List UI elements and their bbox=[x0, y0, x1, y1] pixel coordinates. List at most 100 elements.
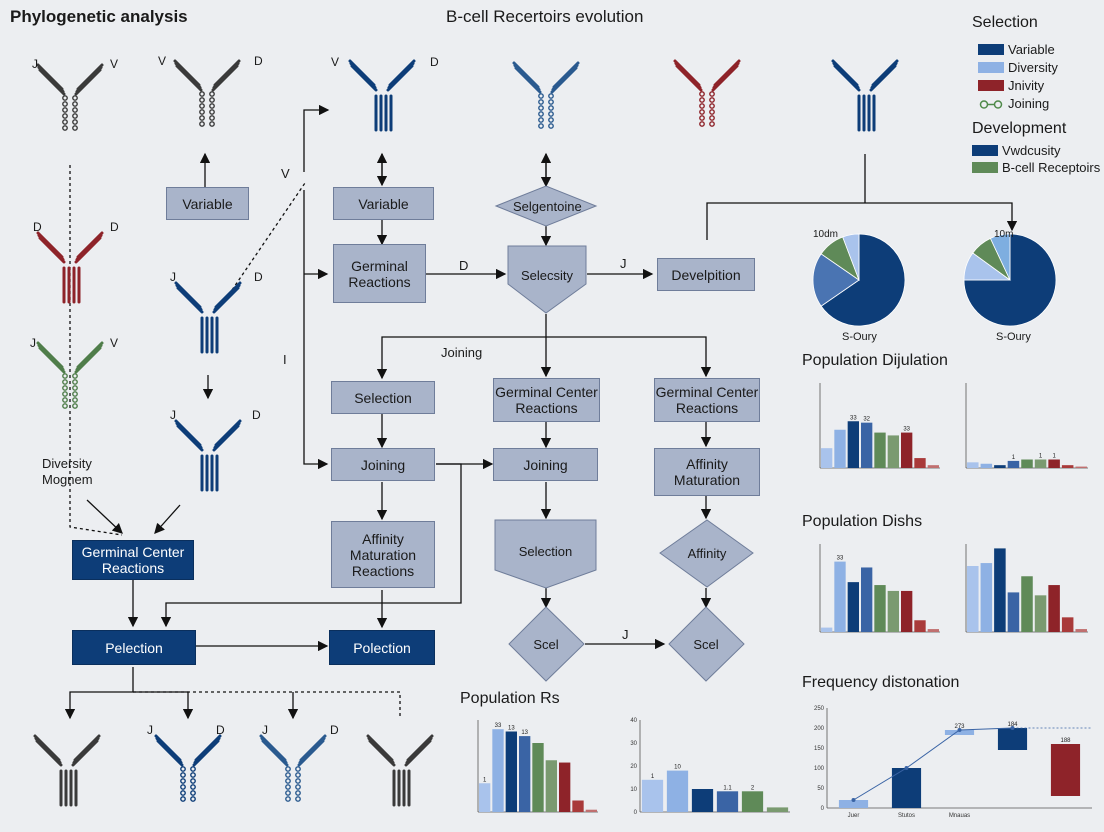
antibody-letter: D bbox=[430, 55, 439, 69]
diamond-label-selecsity: Selecsity bbox=[520, 268, 574, 283]
trend-point bbox=[1010, 726, 1015, 730]
bar-value-label: 184 bbox=[1007, 722, 1018, 728]
trend-point bbox=[904, 766, 909, 770]
pie-left-label-top: 10dm bbox=[813, 229, 839, 240]
bar bbox=[914, 620, 926, 632]
box-germinal-reactions[interactable]: Germinal Reactions bbox=[333, 244, 426, 303]
arrow-diversity bbox=[86, 499, 123, 534]
box-germinal-center-reactions-mid[interactable]: Germinal Center Reactions bbox=[493, 378, 600, 422]
trend-line bbox=[853, 727, 1013, 801]
antibody-letter: D bbox=[33, 220, 42, 234]
bar bbox=[505, 731, 517, 812]
legend-selection-title: Selection bbox=[972, 14, 1038, 31]
y-tick-label: 50 bbox=[817, 786, 824, 792]
antibody-letter: J bbox=[32, 57, 38, 71]
legend-swatch bbox=[978, 62, 1004, 73]
legend-swatch bbox=[978, 44, 1004, 55]
antibody-letter: J bbox=[30, 336, 36, 350]
bar-value-label: 13 bbox=[508, 726, 515, 732]
label-j-right: J bbox=[620, 256, 627, 271]
box-germinal-center-reactions-dark[interactable]: Germinal Center Reactions bbox=[72, 540, 194, 580]
box-joining[interactable]: Joining bbox=[331, 448, 435, 481]
legend-development-item: Vwdcusity bbox=[972, 143, 1061, 158]
bar bbox=[559, 762, 571, 812]
shape-selecsity bbox=[507, 245, 587, 314]
bar bbox=[1021, 576, 1033, 632]
legend-selection-item: Diversity bbox=[978, 60, 1058, 75]
legend-label: Vwdcusity bbox=[1002, 143, 1061, 158]
box-affinity-maturation[interactable]: Affinity Maturation bbox=[654, 448, 760, 496]
antibody-icon bbox=[366, 734, 434, 807]
box-variable-center[interactable]: Variable bbox=[333, 187, 434, 220]
bar bbox=[980, 563, 993, 632]
bar bbox=[967, 462, 979, 468]
antibody-letter: J bbox=[147, 723, 153, 737]
bar bbox=[532, 743, 544, 812]
bar bbox=[901, 432, 913, 468]
bar bbox=[1061, 617, 1074, 632]
arrow-to-joining bbox=[303, 190, 329, 470]
antibody-letter: D bbox=[110, 220, 119, 234]
page-title-left: Phylogenetic analysis bbox=[10, 7, 188, 26]
antibody-icon bbox=[348, 59, 416, 132]
bar bbox=[821, 448, 833, 468]
bar bbox=[887, 435, 899, 468]
bar bbox=[901, 590, 913, 632]
box-variable-left[interactable]: Variable bbox=[166, 187, 249, 220]
y-tick-label: 100 bbox=[814, 766, 825, 772]
box-selection[interactable]: Selection bbox=[331, 381, 435, 414]
y-tick-label: 10 bbox=[630, 787, 637, 793]
pie-right-label-top: 10m bbox=[994, 229, 1014, 240]
box-germinal-center-reactions-right[interactable]: Germinal Center Reactions bbox=[654, 378, 760, 422]
bar-value-label: 188 bbox=[1060, 738, 1071, 744]
label-j-scel: J bbox=[622, 627, 629, 642]
bar bbox=[847, 582, 859, 632]
antibody-icon bbox=[259, 734, 327, 802]
box-pelection-right[interactable]: Polection bbox=[329, 630, 435, 665]
antibody-icon bbox=[154, 734, 222, 802]
box-pelection-left[interactable]: Pelection bbox=[72, 630, 196, 665]
legend-selection-item: Variable bbox=[978, 42, 1055, 57]
label-d: D bbox=[459, 258, 469, 273]
bar-value-label: 1 bbox=[483, 777, 487, 783]
antibody-letter: V bbox=[110, 57, 119, 71]
bar-value-label: 33 bbox=[495, 723, 502, 729]
y-tick-label: 150 bbox=[814, 746, 825, 752]
y-tick-label: 40 bbox=[630, 718, 637, 724]
section-population-rs: Population Rs bbox=[460, 690, 560, 707]
antibody-letter: J bbox=[262, 723, 268, 737]
legend-selection-item: Joining bbox=[978, 96, 1049, 111]
bar-value-label: 1 bbox=[1052, 454, 1056, 460]
antibody-letter: J bbox=[170, 270, 176, 284]
bar-value-label: 1 bbox=[651, 774, 655, 780]
box-joining-mid[interactable]: Joining bbox=[493, 448, 598, 481]
bar-chart bbox=[965, 544, 1088, 633]
bar bbox=[1048, 459, 1060, 468]
shape-selection-mid bbox=[494, 519, 597, 589]
bar bbox=[1034, 459, 1047, 468]
dotted-bottom bbox=[133, 691, 401, 718]
antibody-icon bbox=[33, 734, 101, 807]
bar bbox=[1075, 466, 1087, 468]
antibody-icon bbox=[174, 281, 242, 354]
box-devel[interactable]: Develpition bbox=[657, 258, 755, 291]
box-affinity-maturation-reactions[interactable]: Affinity Maturation Reactions bbox=[331, 521, 435, 588]
bar bbox=[741, 791, 764, 812]
arrow-selec-sel bbox=[376, 314, 547, 380]
antibody-icon bbox=[831, 59, 899, 132]
y-tick-label: 200 bbox=[814, 726, 825, 732]
legend-swatch bbox=[972, 162, 998, 173]
arrow-bottom-1 bbox=[64, 667, 134, 720]
bar bbox=[997, 728, 1028, 750]
bar bbox=[861, 567, 873, 632]
bar bbox=[847, 421, 859, 468]
antibody-letter: D bbox=[254, 270, 263, 284]
y-tick-label: 20 bbox=[630, 764, 637, 770]
legend-development-title: Development bbox=[972, 120, 1067, 137]
arrow-devel-pie bbox=[706, 202, 1018, 240]
bar bbox=[641, 779, 664, 812]
